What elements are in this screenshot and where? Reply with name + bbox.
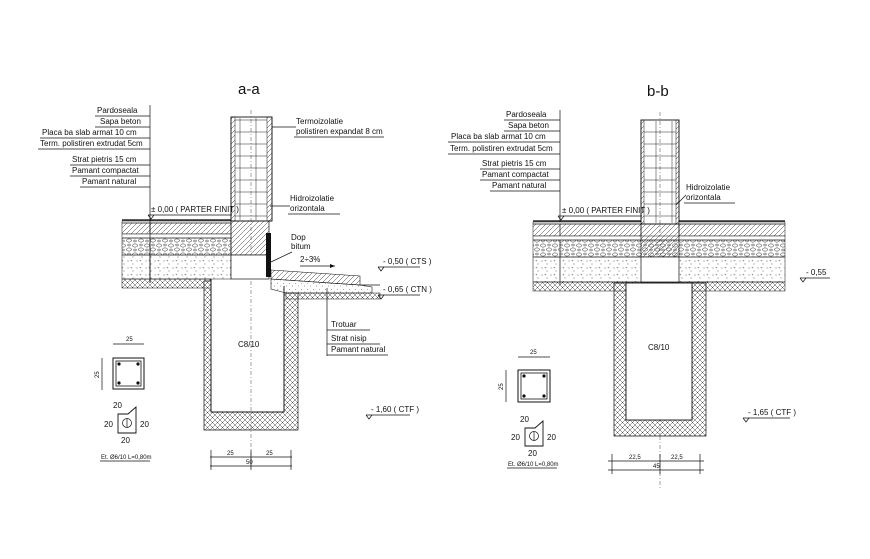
dim-label: 25 xyxy=(227,451,234,457)
section-b-column-detail: 25 25 xyxy=(499,350,551,403)
column-width: 25 xyxy=(530,350,537,356)
column-height: 25 xyxy=(95,371,101,378)
section-b: b-b Pardoseala Sapa beton Placa ba slab … xyxy=(448,83,830,490)
column-width: 25 xyxy=(126,337,133,343)
layer-label: Strat pietris 15 cm xyxy=(72,155,137,164)
layer-label: Term. polistiren extrudat 5cm xyxy=(450,144,553,153)
dim-label: 25 xyxy=(266,451,273,457)
termo-label: Termoizolatie xyxy=(296,117,344,126)
section-a-column-detail: 25 25 xyxy=(95,337,145,390)
section-b-foundation: C8/10 xyxy=(613,223,707,437)
stirrup-dim: 20 xyxy=(520,415,529,424)
stirrup-dim: 20 xyxy=(104,420,113,429)
stirrup-note: Et. Ø6/10 L=0,80m xyxy=(508,462,559,468)
section-a-sidewalk: 2÷3% Trotuar Strat nisip Pamant natural xyxy=(270,255,388,356)
sidewalk-label: Strat nisip xyxy=(331,334,367,343)
section-a-floor-layers xyxy=(121,219,232,289)
slope-label: 2÷3% xyxy=(300,255,320,264)
stirrup-dim: 20 xyxy=(528,449,537,458)
section-a-title: a-a xyxy=(238,81,260,98)
layer-label: Placa ba slab armat 10 cm xyxy=(42,128,137,137)
dop-label: bitum xyxy=(291,242,311,251)
concrete-class: C8/10 xyxy=(648,343,670,352)
level-ctn: - 0,65 ( CTN ) xyxy=(383,285,432,294)
sidewalk-label: Trotuar xyxy=(331,320,357,329)
dim-label: 50 xyxy=(246,460,253,466)
termo-label: polistiren expandat 8 cm xyxy=(296,127,383,136)
layer-label: Sapa beton xyxy=(508,121,549,130)
dim-label: 22,5 xyxy=(671,455,683,461)
section-a-annotations: ± 0,00 ( PARTER FINIT ) Termoizolatie po… xyxy=(147,117,432,420)
layer-label: Placa ba slab armat 10 cm xyxy=(451,132,546,141)
section-b-title: b-b xyxy=(647,83,669,100)
hidro-label: Hidroizolatie xyxy=(290,194,335,203)
column-height: 25 xyxy=(499,383,505,390)
layer-label: Pardoseala xyxy=(97,106,138,115)
hidro-label: orizontala xyxy=(290,204,325,213)
layer-label: Pamant compactat xyxy=(72,166,139,175)
section-b-layer-labels: Pardoseala Sapa beton Placa ba slab arma… xyxy=(448,110,561,285)
level-055: - 0,55 xyxy=(806,268,827,277)
hidro-label: orizontala xyxy=(686,193,721,202)
layer-label: Strat pietris 15 cm xyxy=(482,159,547,168)
level-finit: ± 0,00 ( PARTER FINIT ) xyxy=(151,205,239,214)
concrete-class: C8/10 xyxy=(238,340,260,349)
stirrup-dim: 20 xyxy=(511,433,520,442)
layer-label: Pamant natural xyxy=(82,177,136,186)
section-b-stirrup-detail: 20 20 20 20 Et. Ø6/10 L=0,80m xyxy=(507,415,559,469)
dim-label: 22,5 xyxy=(629,455,641,461)
section-a-wall xyxy=(230,110,273,470)
hidro-label: Hidroizolatie xyxy=(686,183,731,192)
dop-label: Dop xyxy=(291,233,306,242)
level-ctf: - 1,60 ( CTF ) xyxy=(371,405,419,414)
section-a: a-a Pardoseala Sapa beton Placa ba slab … xyxy=(38,81,432,470)
level-cts: - 0,50 ( CTS ) xyxy=(383,257,432,266)
stirrup-dim: 20 xyxy=(140,420,149,429)
layer-label: Pamant compactat xyxy=(482,170,549,179)
layer-label: Sapa beton xyxy=(100,117,141,126)
layer-label: Pamant natural xyxy=(492,181,546,190)
stirrup-dim: 20 xyxy=(121,436,130,445)
section-a-stirrup-detail: 20 20 20 20 Et. Ø6/10 L=0,80m xyxy=(100,401,152,462)
layer-label: Pardoseala xyxy=(506,110,547,119)
stirrup-dim: 20 xyxy=(547,433,556,442)
section-b-wall xyxy=(640,112,680,490)
level-finit: ± 0,00 ( PARTER FINIT ) xyxy=(562,206,650,215)
section-a-dimensions: 25 25 50 xyxy=(210,450,292,470)
section-b-dimensions: 22,5 22,5 45 xyxy=(608,454,704,474)
level-ctf: - 1,65 ( CTF ) xyxy=(748,408,796,417)
stirrup-dim: 20 xyxy=(113,401,122,410)
section-b-annotations: ± 0,00 ( PARTER FINIT ) Hidroizolatie or… xyxy=(557,183,830,423)
sidewalk-label: Pamant natural xyxy=(331,345,385,354)
dim-label: 45 xyxy=(653,464,660,470)
stirrup-note: Et. Ø6/10 L=0,80m xyxy=(101,455,152,461)
layer-label: Term. polistiren extrudat 5cm xyxy=(40,139,143,148)
